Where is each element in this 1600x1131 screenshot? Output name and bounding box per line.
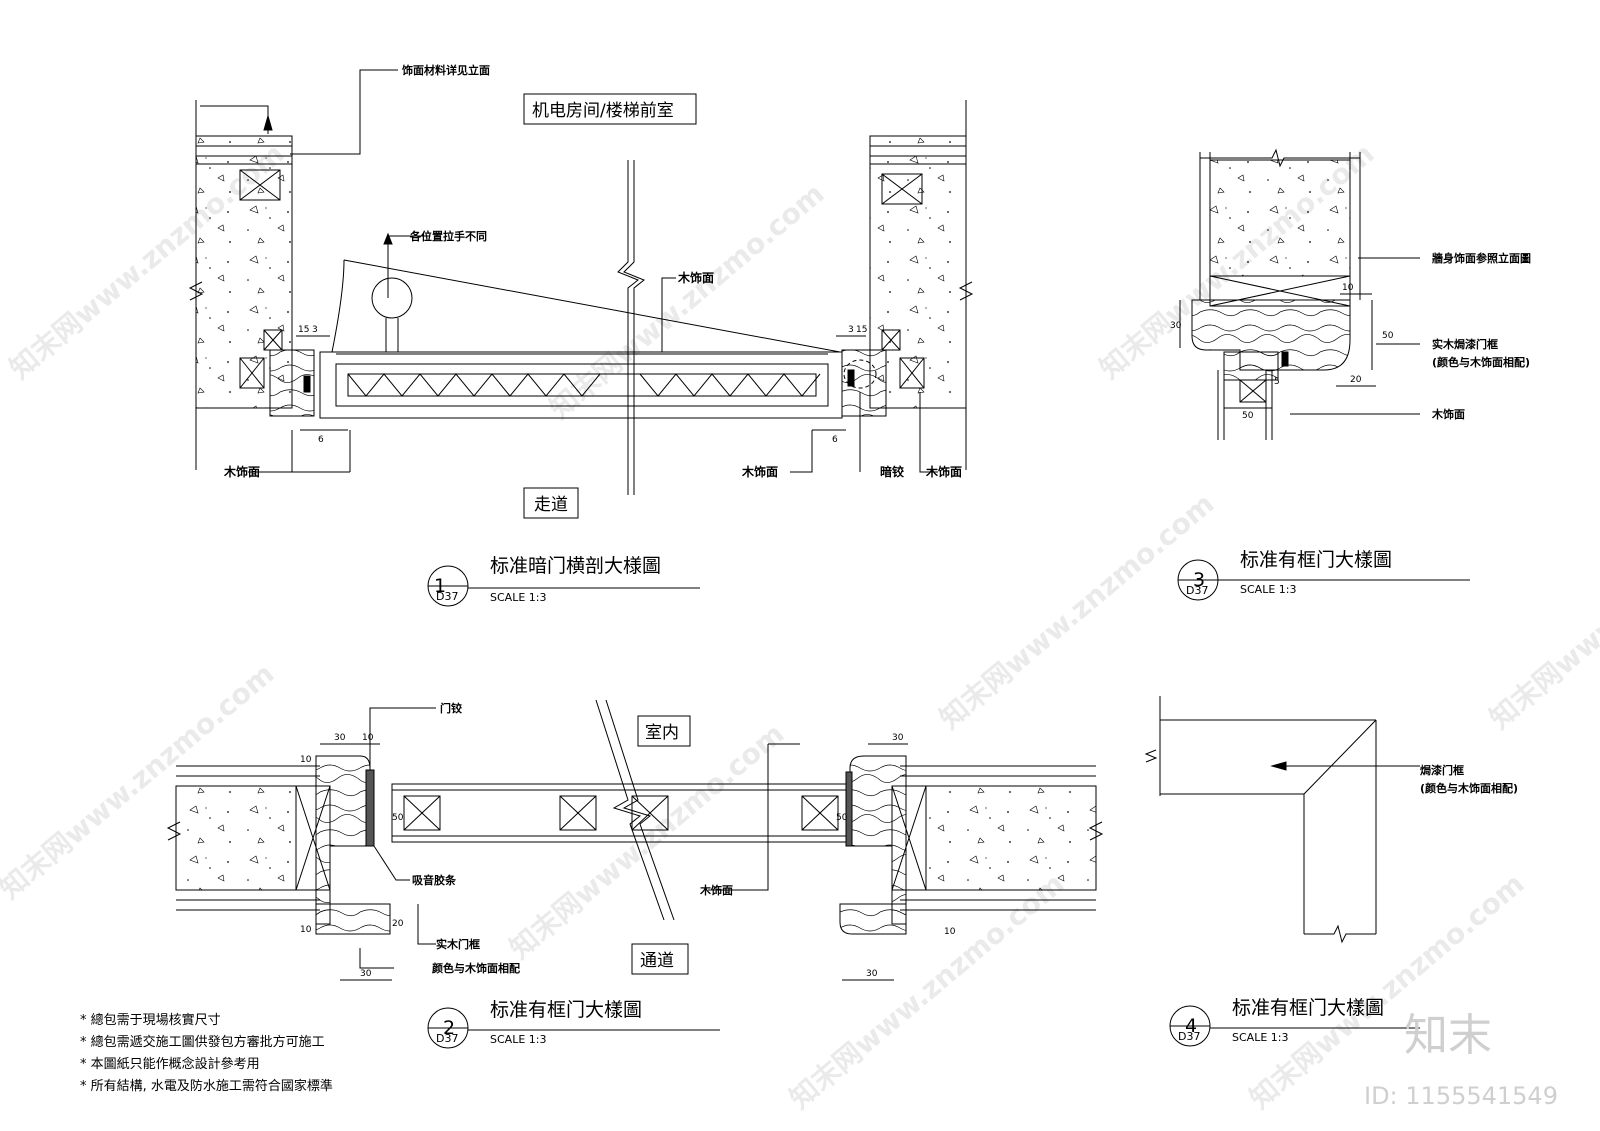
dim-label: 50 — [836, 813, 848, 823]
handle-label: 各位置拉手不同 — [409, 229, 487, 243]
detail-number: 4 — [1185, 1015, 1197, 1037]
frame-note-label: (颜色与木饰面相配) — [1432, 355, 1530, 369]
wood-right-label-2: 木饰面 — [925, 464, 962, 479]
note-line: * 總包需于現場核實尺寸 — [80, 1012, 221, 1028]
wall-finish-label: 牆身饰面参照立面圖 — [1432, 251, 1531, 265]
watermark-text: 知末网www.znzmo.com — [1483, 487, 1600, 735]
detail-title: 标准有框门大樣圖 — [1240, 549, 1392, 571]
right-wall-concrete — [925, 785, 1097, 891]
hinge-label: 门铰 — [440, 701, 462, 715]
detail-scale: SCALE 1:3 — [1232, 1031, 1288, 1044]
dim-label: 15 — [298, 325, 309, 335]
dim-label: 15 — [856, 325, 867, 335]
note-line: * 總包需遞交施工圖供發包方審批方可施工 — [80, 1034, 325, 1050]
frame-note-label: (颜色与木饰面相配) — [1420, 781, 1518, 795]
detail-number: 1 — [434, 575, 446, 597]
dim-label: 3 — [848, 325, 854, 335]
dim-label: 30 — [334, 733, 346, 743]
dim-label: 30 — [866, 969, 878, 979]
dim-label: 50 — [1242, 411, 1254, 421]
watermark-text: 知末网www.znzmo.com — [783, 867, 1070, 1115]
detail-2-text: 室内 通道 门铰 吸音胶条 木饰面 实木门框 颜色与木饰面相配 30 10 10… — [300, 701, 956, 1046]
detail-title: 标准有框门大樣圖 — [490, 999, 642, 1021]
detail-number: 2 — [443, 1017, 455, 1039]
detail-scale: SCALE 1:3 — [1240, 583, 1296, 596]
dim-label: 10 — [944, 927, 956, 937]
sheet-ref: D37 — [436, 590, 458, 603]
dim-label: 6 — [832, 435, 838, 445]
watermark-text: 知末网www.znzmo.com — [503, 717, 790, 965]
detail-4-text: 焗漆门框 (颜色与木饰面相配) 4 D37 标准有框门大樣圖 SCALE 1:3 — [1178, 763, 1518, 1044]
dim-label: 20 — [1350, 375, 1362, 385]
frame-label: 实木门框 — [436, 937, 480, 951]
dim-label: 20 — [392, 919, 404, 929]
hinge-label: 暗铰 — [880, 464, 904, 479]
note-line: * 所有結構, 水電及防水施工需符合國家標準 — [80, 1078, 333, 1094]
detail-number: 3 — [1193, 569, 1205, 591]
wood-left-label: 木饰面 — [223, 464, 260, 479]
room-label-bottom: 通道 — [640, 951, 674, 971]
dim-label: 50 — [1382, 331, 1394, 341]
room-label-top: 室内 — [645, 723, 679, 743]
general-notes: * 總包需于現場核實尺寸 * 總包需遞交施工圖供發包方審批方可施工 * 本圖紙只… — [80, 1012, 333, 1094]
detail-title: 标准暗门横剖大様圖 — [490, 555, 661, 577]
watermark-text: 知末网www.znzmo.com — [543, 177, 830, 425]
dim-label: 10 — [362, 733, 374, 743]
room-label-top: 机电房间/楼梯前室 — [532, 101, 674, 121]
wood-right-label: 木饰面 — [741, 464, 778, 479]
finish-label: 饰面材料详见立面 — [402, 63, 490, 77]
door-leaf — [319, 351, 843, 419]
note-line: * 本圖紙只能作概念設計參考用 — [80, 1056, 260, 1072]
door-leaf — [391, 783, 847, 843]
brand-logo-text: 知末 — [1404, 1010, 1492, 1061]
detail-4-frame-corner — [1144, 696, 1420, 1047]
detail-scale: SCALE 1:3 — [490, 1033, 546, 1046]
wood-mid-label: 木饰面 — [677, 270, 714, 285]
wood-label: 木饰面 — [1431, 407, 1465, 421]
dim-label: 10 — [1342, 283, 1354, 293]
frame-note-label: 颜色与木饰面相配 — [432, 961, 520, 975]
left-wall-concrete — [175, 785, 297, 891]
dim-label: 3 — [312, 325, 318, 335]
detail-3-framed-door-section — [1177, 148, 1470, 601]
dim-label: 50 — [392, 813, 404, 823]
detail-1-text: 机电房间/楼梯前室 走道 饰面材料详见立面 各位置拉手不同 木饰面 木饰面 木饰… — [223, 63, 962, 604]
frame-label: 焗漆门框 — [1420, 763, 1464, 777]
detail-1-hidden-door-section — [188, 69, 974, 607]
seal-label: 吸音胶条 — [412, 873, 457, 887]
dim-label: 30 — [892, 733, 904, 743]
wall-concrete — [1209, 159, 1351, 277]
room-label-bottom: 走道 — [534, 495, 568, 515]
dim-label: 6 — [318, 435, 324, 445]
sheet-ref: D37 — [436, 1032, 458, 1045]
dim-label: 10 — [300, 925, 312, 935]
watermark-text: 知末网www.znzmo.com — [1243, 867, 1530, 1115]
sheet-ref: D37 — [1178, 1030, 1200, 1043]
watermark-text: 知末网www.znzmo.com — [933, 487, 1220, 735]
sheet-ref: D37 — [1186, 584, 1208, 597]
dim-label: 10 — [300, 755, 312, 765]
dim-label: 5 — [1274, 377, 1280, 387]
detail-scale: SCALE 1:3 — [490, 591, 546, 604]
detail-2-framed-door-section — [166, 699, 1104, 1049]
image-id-text: ID: 1155541549 — [1364, 1082, 1558, 1110]
dim-label: 30 — [360, 969, 372, 979]
detail-title: 标准有框门大樣圖 — [1232, 997, 1384, 1019]
brand-watermark: 知末 ID: 1155541549 — [1364, 1010, 1558, 1110]
detail-3-text: 牆身饰面参照立面圖 实木焗漆门框 (颜色与木饰面相配) 木饰面 10 30 50… — [1170, 251, 1531, 597]
wood-label: 木饰面 — [699, 883, 733, 897]
dim-label: 30 — [1170, 321, 1182, 331]
frame-label: 实木焗漆门框 — [1432, 337, 1498, 351]
